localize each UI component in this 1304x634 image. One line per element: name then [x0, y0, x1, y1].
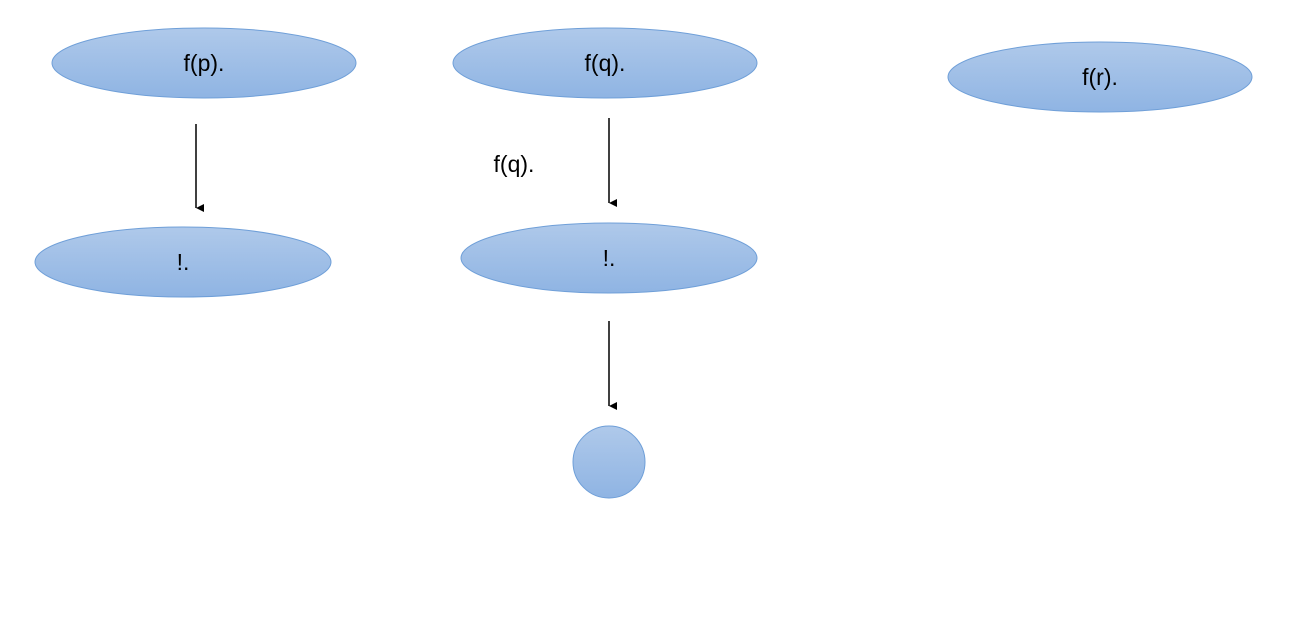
node-fp-label: f(p). [184, 50, 225, 76]
node-cut-middle: !. [460, 222, 758, 294]
node-fp-shape [51, 27, 357, 99]
node-fq: f(q). [452, 27, 758, 99]
node-fq-shape [452, 27, 758, 99]
node-fp: f(p). [51, 27, 357, 99]
node-cut-left: !. [34, 226, 332, 298]
edge-fq-to-cut-middle: f(q). [494, 118, 617, 207]
edge-fq-to-cut-middle-label: f(q). [494, 151, 535, 177]
node-empty-shape [572, 425, 646, 499]
node-cut-left-label: !. [177, 249, 190, 275]
node-fq-label: f(q). [585, 50, 626, 76]
node-cut-middle-shape [460, 222, 758, 294]
node-cut-middle-label: !. [603, 245, 616, 271]
node-cut-left-shape [34, 226, 332, 298]
node-empty [572, 425, 646, 499]
node-fr-label: f(r). [1082, 64, 1118, 90]
node-fr: f(r). [947, 41, 1253, 113]
node-fr-shape [947, 41, 1253, 113]
